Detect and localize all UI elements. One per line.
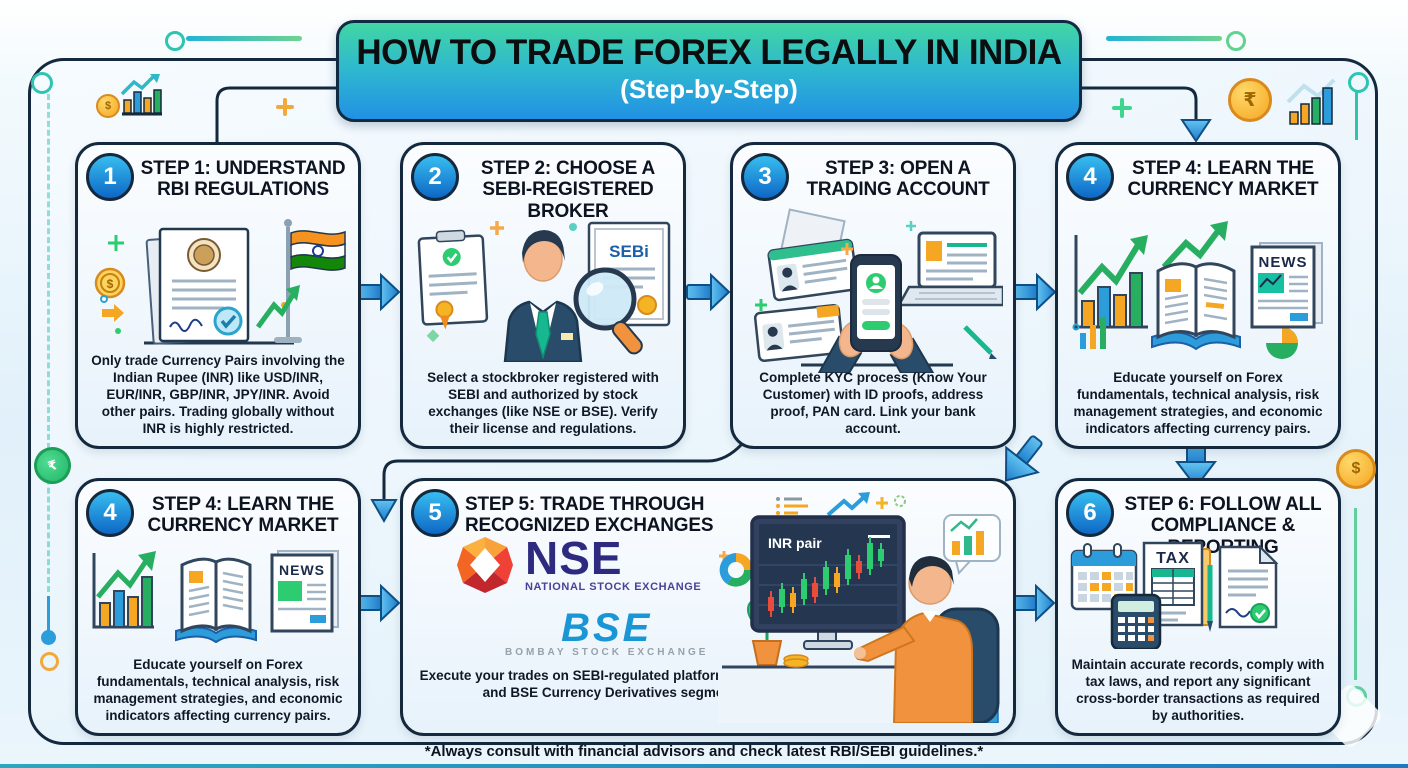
nse-name: NATIONAL STOCK EXCHANGE <box>525 580 702 593</box>
step-number-badge: 4 <box>86 489 134 537</box>
disclaimer-text: *Always consult with financial advisors … <box>424 743 984 760</box>
right-rail-line <box>1355 92 1358 140</box>
step-description: Complete KYC process (Know Your Customer… <box>759 370 987 436</box>
broker-illustration: SEBi <box>417 221 671 362</box>
ring-icon <box>1226 31 1246 51</box>
step-card-2: 2 STEP 2: CHOOSE A SEBI-REGISTERED BROKE… <box>400 142 686 449</box>
nse-logo: NSE NATIONAL STOCK EXCHANGE <box>455 535 701 595</box>
learning-illustration: NEWS <box>1072 221 1323 359</box>
step-number-badge: 3 <box>741 153 789 201</box>
rupee-coin-icon: ₹ <box>1228 78 1272 122</box>
step-description: Maintain accurate records, comply with t… <box>1071 657 1325 723</box>
dollar-coin-icon: $ <box>96 94 120 118</box>
step-title: STEP 2: CHOOSE A SEBI-REGISTERED BROKER <box>480 158 656 222</box>
step-card-5: 5 STEP 5: TRADE THROUGH RECOGNIZED EXCHA… <box>400 478 1016 736</box>
plus-icon <box>1112 98 1132 118</box>
step-description: Execute your trades on SEBI-regulated pl… <box>419 668 811 700</box>
bottom-accent-bar <box>0 764 1408 768</box>
dollar-coin-icon: $ <box>1336 449 1376 489</box>
title-banner: HOW TO TRADE FOREX LEGALLY IN INDIA (Ste… <box>336 20 1082 122</box>
right-rail-line-green <box>1354 508 1357 680</box>
step-number-badge: 6 <box>1066 489 1114 537</box>
step-description: Only trade Currency Pairs involving the … <box>91 353 345 436</box>
nse-gem-icon <box>457 537 513 593</box>
kyc-illustration <box>753 208 1003 373</box>
rbi-document-illustration: $ <box>94 219 346 345</box>
blue-dot-icon <box>41 630 56 645</box>
ring-icon <box>165 31 185 51</box>
plus-icon <box>276 98 294 116</box>
left-rail-line <box>47 94 50 592</box>
learning-illustration: NEWS <box>92 550 339 643</box>
step-description: Educate yourself on Forex fundamentals, … <box>1073 370 1323 436</box>
trader-illustration: INR pair <box>718 492 1001 723</box>
step-title: STEP 3: OPEN A TRADING ACCOUNT <box>806 158 990 201</box>
step-number-badge: 2 <box>411 153 459 201</box>
svg-text:$: $ <box>107 277 114 291</box>
step-card-3: 3 STEP 3: OPEN A TRADING ACCOUNT <box>730 142 1016 449</box>
page-title: HOW TO TRADE FOREX LEGALLY IN INDIA <box>356 33 1062 72</box>
calculator-buttons <box>1118 617 1154 641</box>
svg-text:TAX: TAX <box>1156 550 1190 567</box>
step-number-badge: 1 <box>86 153 134 201</box>
step-title: STEP 4: LEARN THE CURRENCY MARKET <box>147 494 339 537</box>
step-number-badge: 5 <box>411 489 459 537</box>
svg-text:INR pair: INR pair <box>768 535 822 551</box>
step-card-4: 4 STEP 4: LEARN THE CURRENCY MARKET <box>1055 142 1341 449</box>
compliance-illustration: TAX <box>1070 541 1279 649</box>
nse-abbr: NSE <box>525 532 623 585</box>
step-title: STEP 4: LEARN THE CURRENCY MARKET <box>1127 158 1319 201</box>
ring-icon <box>1348 72 1369 93</box>
ring-icon <box>31 72 53 94</box>
step-description: Select a stockbroker registered with SEB… <box>427 370 659 436</box>
step-description: Educate yourself on Forex fundamentals, … <box>93 657 343 723</box>
svg-text:NEWS: NEWS <box>279 562 325 578</box>
page-subtitle: (Step-by-Step) <box>620 74 798 104</box>
candlestick-chart <box>768 537 884 617</box>
bse-abbr: BSE <box>561 606 653 650</box>
svg-text:SEBi: SEBi <box>609 242 649 261</box>
ring-icon <box>40 652 59 671</box>
left-rail-line-blue <box>47 596 50 632</box>
step-card-4-duplicate: 4 STEP 4: LEARN THE CURRENCY MARKET <box>75 478 361 736</box>
step-number-badge: 4 <box>1066 153 1114 201</box>
gradient-line-right <box>1106 36 1222 41</box>
svg-text:NEWS: NEWS <box>1259 254 1308 271</box>
bse-name: BOMBAY STOCK EXCHANGE <box>505 647 709 658</box>
step-card-6: 6 STEP 6: FOLLOW ALL COMPLIANCE & REPORT… <box>1055 478 1341 736</box>
step-card-1: 1 STEP 1: UNDERSTAND RBI REGULATIONS <box>75 142 361 449</box>
bse-logo: BSE BOMBAY STOCK EXCHANGE <box>505 606 709 658</box>
gradient-line-left <box>186 36 302 41</box>
step-title: STEP 1: UNDERSTAND RBI REGULATIONS <box>140 158 346 201</box>
